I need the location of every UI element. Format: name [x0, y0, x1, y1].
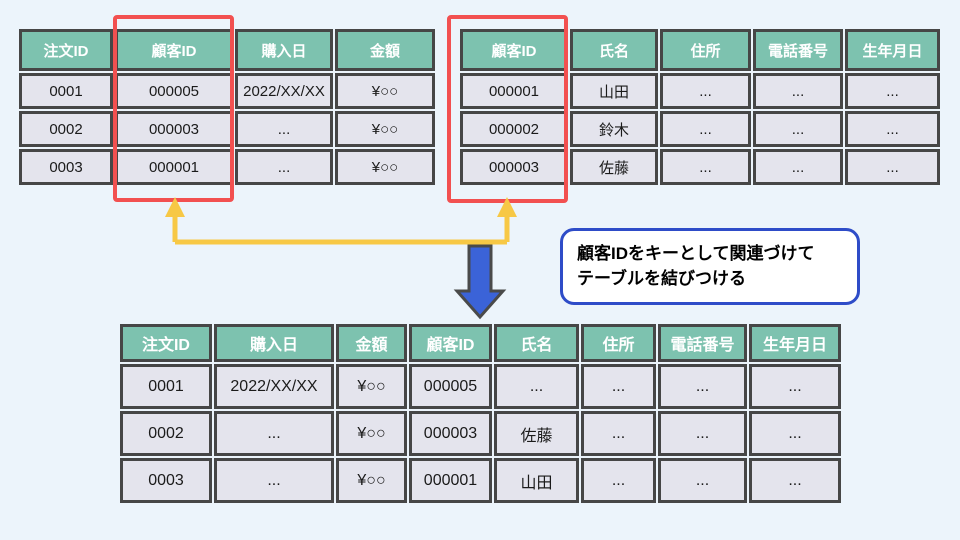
- column-header: 注文ID: [120, 324, 212, 362]
- callout-line-1: 顧客IDをキーとして関連づけて: [577, 244, 815, 263]
- table-cell: 000005: [115, 73, 233, 109]
- table-cell: ...: [214, 411, 334, 456]
- table-cell: 000003: [409, 411, 492, 456]
- table-cell: ¥○○: [336, 411, 407, 456]
- table-cell: ...: [494, 364, 579, 409]
- table-cell: 佐藤: [494, 411, 579, 456]
- table-cell: 000002: [460, 111, 568, 147]
- merge-down-arrow: [453, 244, 507, 320]
- column-header: 金額: [336, 324, 407, 362]
- callout-line-2: テーブルを結びつける: [577, 268, 746, 288]
- column-header: 顧客ID: [115, 29, 233, 71]
- table-cell: ...: [845, 149, 940, 185]
- table-cell: ¥○○: [335, 149, 435, 185]
- table-cell: ¥○○: [336, 458, 407, 503]
- table-cell: ...: [235, 149, 333, 185]
- table-cell: 鈴木: [570, 111, 658, 147]
- join-explanation-callout: 顧客IDをキーとして関連づけて テーブルを結びつける: [560, 228, 860, 306]
- column-header: 住所: [660, 29, 751, 71]
- column-header: 顧客ID: [460, 29, 568, 71]
- table-cell: 000001: [409, 458, 492, 503]
- table-cell: 山田: [570, 73, 658, 109]
- table-cell: ...: [749, 411, 841, 456]
- table-cell: ...: [581, 458, 656, 503]
- table-cell: 0003: [19, 149, 113, 185]
- table-cell: 山田: [494, 458, 579, 503]
- key-connector-arrow: [165, 197, 517, 245]
- table-cell: ...: [749, 364, 841, 409]
- column-header: 氏名: [570, 29, 658, 71]
- table-cell: ...: [658, 364, 747, 409]
- table-cell: 0002: [19, 111, 113, 147]
- table-cell: ...: [660, 73, 751, 109]
- table-cell: 000005: [409, 364, 492, 409]
- table-cell: ...: [658, 458, 747, 503]
- column-header: 住所: [581, 324, 656, 362]
- table-cell: 0001: [120, 364, 212, 409]
- table-cell: 2022/XX/XX: [214, 364, 334, 409]
- table-cell: ...: [235, 111, 333, 147]
- table-cell: ...: [581, 364, 656, 409]
- column-header: 顧客ID: [409, 324, 492, 362]
- column-header: 注文ID: [19, 29, 113, 71]
- table-cell: ...: [660, 111, 751, 147]
- table-cell: 000001: [115, 149, 233, 185]
- column-header: 氏名: [494, 324, 579, 362]
- table-cell: ¥○○: [335, 111, 435, 147]
- table-cell: ...: [753, 111, 843, 147]
- column-header: 購入日: [214, 324, 334, 362]
- table-cell: 0003: [120, 458, 212, 503]
- column-header: 電話番号: [753, 29, 843, 71]
- column-header: 電話番号: [658, 324, 747, 362]
- table-cell: ¥○○: [335, 73, 435, 109]
- table-cell: 000003: [115, 111, 233, 147]
- table-cell: ...: [753, 149, 843, 185]
- table-cell: 0002: [120, 411, 212, 456]
- table-cell: ...: [845, 73, 940, 109]
- table-cell: ...: [749, 458, 841, 503]
- column-header: 生年月日: [749, 324, 841, 362]
- table-cell: ...: [214, 458, 334, 503]
- column-header: 購入日: [235, 29, 333, 71]
- table-cell: 000001: [460, 73, 568, 109]
- column-header: 生年月日: [845, 29, 940, 71]
- table-cell: ...: [581, 411, 656, 456]
- table-cell: 佐藤: [570, 149, 658, 185]
- table-cell: 2022/XX/XX: [235, 73, 333, 109]
- table-cell: ...: [753, 73, 843, 109]
- table-cell: ¥○○: [336, 364, 407, 409]
- table-cell: ...: [658, 411, 747, 456]
- table-cell: 0001: [19, 73, 113, 109]
- table-cell: ...: [660, 149, 751, 185]
- table-cell: ...: [845, 111, 940, 147]
- table-cell: 000003: [460, 149, 568, 185]
- column-header: 金額: [335, 29, 435, 71]
